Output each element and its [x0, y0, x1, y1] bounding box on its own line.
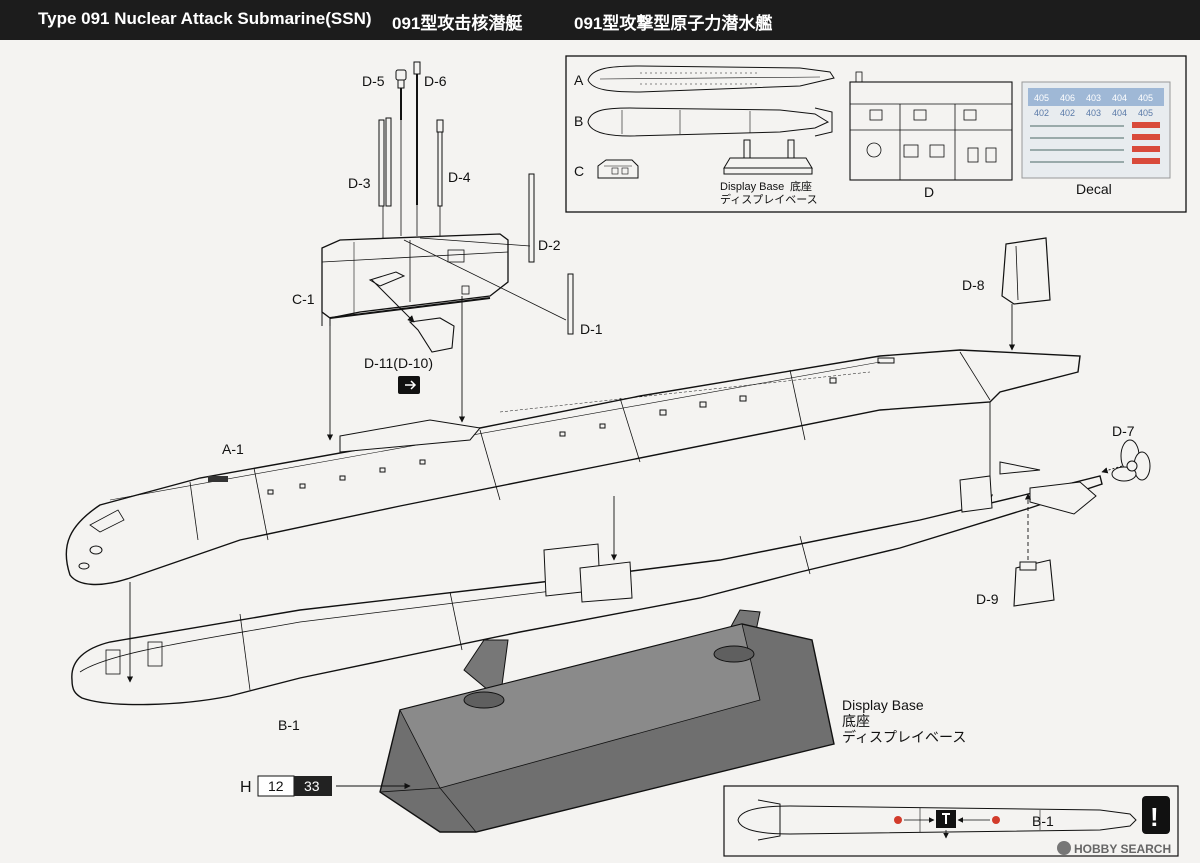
title-english: Type 091 Nuclear Attack Submarine(SSN)	[38, 9, 372, 28]
paint-code-2: 33	[304, 778, 320, 794]
callout-d7: D-7	[1112, 423, 1135, 439]
header-bar: Type 091 Nuclear Attack Submarine(SSN) 0…	[0, 0, 1200, 40]
paint-code-1: 12	[268, 778, 284, 794]
decal-num: 406	[1060, 93, 1075, 103]
sprue-a-label: A	[574, 72, 584, 88]
callout-d8: D-8	[962, 277, 985, 293]
bottom-view-part: B-1	[1032, 813, 1054, 829]
callout-d3: D-3	[348, 175, 371, 191]
callout-c1: C-1	[292, 291, 315, 307]
bottom-view-box: B-1	[723, 785, 1179, 857]
callout-d2: D-2	[538, 237, 561, 253]
watermark: HOBBY SEARCH	[1057, 841, 1171, 856]
svg-text:!: !	[1150, 802, 1159, 832]
decal-num: 402	[1060, 108, 1075, 118]
base-label-en: Display Base	[842, 697, 924, 713]
decal-num: 404	[1112, 108, 1127, 118]
mini-display-base: Display Base 底座 ディスプレイベース	[720, 139, 818, 206]
base-label-jp: ディスプレイベース	[842, 729, 966, 745]
dive-plane-d11	[408, 317, 455, 353]
title-chinese: 091型攻击核潜艇	[392, 14, 523, 33]
decal-num: 405	[1034, 93, 1049, 103]
decal-num: 403	[1086, 93, 1101, 103]
rudder-d8	[1001, 237, 1051, 305]
conning-tower-c1	[321, 233, 509, 326]
callout-d4: D-4	[448, 169, 471, 185]
decal-label: Decal	[1076, 181, 1112, 197]
upper-hull-a1	[65, 349, 1081, 586]
warning-icon: !	[1142, 796, 1170, 834]
callout-a1: A-1	[222, 441, 244, 457]
callout-d11: D-11(D-10)	[364, 355, 433, 371]
decal-num: 403	[1086, 108, 1101, 118]
sprue-b-label: B	[574, 113, 583, 129]
sprue-a: A	[574, 65, 835, 93]
cement-icon	[398, 376, 420, 394]
callout-d9: D-9	[976, 591, 999, 607]
mast-parts	[378, 61, 574, 335]
display-base	[379, 609, 835, 833]
mini-base-label-cn: 底座	[790, 179, 812, 193]
propeller-d7	[1111, 439, 1151, 482]
paint-code: H 12 33	[240, 775, 332, 797]
assembly-diagram: A B C Display Base	[65, 55, 1187, 857]
sprue-d-label: D	[924, 184, 934, 200]
mini-base-label-jp: ディスプレイベース	[720, 192, 818, 206]
callout-d1: D-1	[580, 321, 603, 337]
sprue-b: B	[574, 107, 833, 137]
title-japanese: 091型攻撃型原子力潜水艦	[574, 14, 773, 33]
base-label-cn: 底座	[842, 713, 870, 729]
sprue-d: D	[849, 71, 1013, 200]
callout-d6: D-6	[424, 73, 447, 89]
decal-num: 405	[1138, 108, 1153, 118]
sprue-c: C	[574, 159, 639, 179]
parts-inventory-box: A B C Display Base	[565, 55, 1187, 213]
callout-d5: D-5	[362, 73, 385, 89]
decal-num: 402	[1034, 108, 1049, 118]
decal-sheet: 405 406 403 404 405 402 402 403 404 405 …	[1021, 81, 1171, 197]
paint-letter: H	[240, 779, 252, 796]
lower-rudder-d9	[1013, 559, 1055, 607]
decal-num: 405	[1138, 93, 1153, 103]
lower-hull-b1	[71, 461, 1103, 706]
sprue-c-label: C	[574, 163, 584, 179]
decal-num: 404	[1112, 93, 1127, 103]
mini-base-label-en: Display Base	[720, 181, 784, 193]
callout-b1: B-1	[278, 717, 300, 733]
svg-text:HOBBY SEARCH: HOBBY SEARCH	[1074, 842, 1171, 856]
